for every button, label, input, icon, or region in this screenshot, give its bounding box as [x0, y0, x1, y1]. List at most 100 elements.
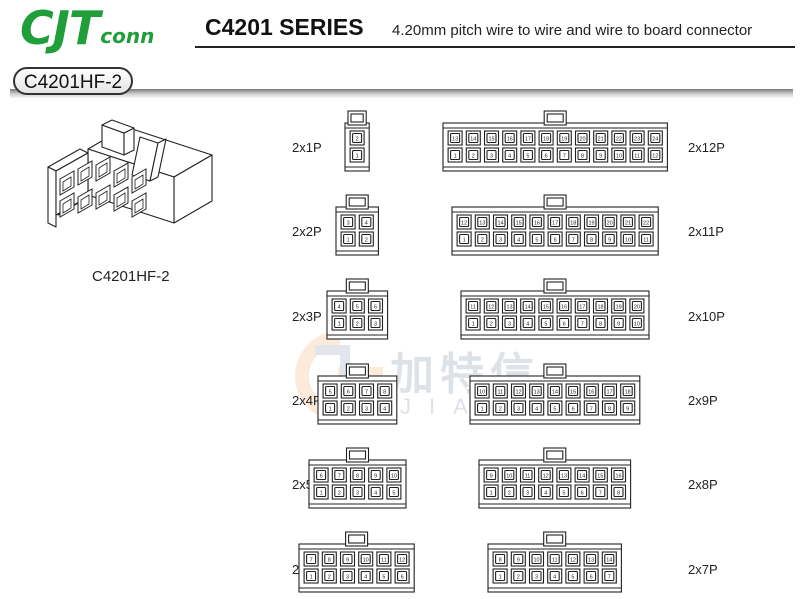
svg-text:8: 8 — [590, 238, 593, 244]
svg-text:12: 12 — [543, 474, 549, 480]
svg-text:6: 6 — [320, 474, 323, 480]
svg-text:8: 8 — [356, 474, 359, 480]
svg-text:4: 4 — [365, 221, 368, 227]
svg-text:1: 1 — [499, 575, 502, 581]
svg-text:6: 6 — [401, 575, 404, 581]
svg-text:2: 2 — [365, 238, 368, 244]
svg-text:5: 5 — [535, 238, 538, 244]
svg-text:14: 14 — [497, 221, 503, 227]
svg-text:11: 11 — [552, 558, 558, 564]
svg-text:13: 13 — [479, 221, 485, 227]
cjt-logo: CJT conn — [20, 1, 154, 55]
svg-text:3: 3 — [374, 322, 377, 328]
svg-text:22: 22 — [616, 137, 622, 143]
svg-text:4: 4 — [374, 491, 377, 497]
size-label-2x8p: 2x8P — [688, 477, 718, 492]
svg-text:3: 3 — [526, 491, 529, 497]
svg-text:2: 2 — [356, 137, 359, 143]
svg-text:6: 6 — [374, 305, 377, 311]
svg-text:11: 11 — [497, 390, 503, 396]
svg-text:14: 14 — [606, 558, 612, 564]
svg-text:2: 2 — [508, 491, 511, 497]
svg-text:3: 3 — [517, 407, 520, 413]
connector-2x1p: 21 — [344, 110, 370, 172]
svg-text:5: 5 — [356, 305, 359, 311]
svg-text:17: 17 — [525, 137, 531, 143]
svg-text:16: 16 — [534, 221, 540, 227]
svg-text:20: 20 — [607, 221, 613, 227]
svg-text:21: 21 — [598, 137, 604, 143]
svg-text:15: 15 — [597, 474, 603, 480]
svg-text:16: 16 — [588, 390, 594, 396]
logo-text: CJT — [20, 1, 100, 55]
svg-text:3: 3 — [365, 407, 368, 413]
svg-text:13: 13 — [534, 390, 540, 396]
svg-text:10: 10 — [391, 474, 397, 480]
svg-text:10: 10 — [616, 154, 622, 160]
svg-text:10: 10 — [479, 390, 485, 396]
svg-text:8: 8 — [328, 558, 331, 564]
svg-text:5: 5 — [544, 322, 547, 328]
size-label-2x1p: 2x1P — [292, 140, 322, 155]
svg-text:5: 5 — [553, 407, 556, 413]
svg-text:4: 4 — [544, 491, 547, 497]
svg-text:9: 9 — [599, 154, 602, 160]
svg-text:4: 4 — [535, 407, 538, 413]
svg-text:7: 7 — [608, 575, 611, 581]
svg-text:3: 3 — [499, 238, 502, 244]
svg-text:14: 14 — [579, 474, 585, 480]
svg-text:7: 7 — [572, 238, 575, 244]
size-label-2x7p: 2x7P — [688, 562, 718, 577]
svg-text:14: 14 — [470, 137, 476, 143]
size-label-2x9p: 2x9P — [688, 393, 718, 408]
svg-text:8: 8 — [599, 322, 602, 328]
svg-text:12: 12 — [652, 154, 658, 160]
svg-text:4: 4 — [508, 154, 511, 160]
svg-text:1: 1 — [463, 238, 466, 244]
svg-text:5: 5 — [329, 390, 332, 396]
svg-text:2: 2 — [347, 407, 350, 413]
svg-text:16: 16 — [561, 305, 567, 311]
svg-text:13: 13 — [506, 305, 512, 311]
svg-text:4: 4 — [383, 407, 386, 413]
svg-text:2: 2 — [517, 575, 520, 581]
svg-text:6: 6 — [572, 407, 575, 413]
svg-text:8: 8 — [499, 558, 502, 564]
svg-text:18: 18 — [570, 221, 576, 227]
svg-text:17: 17 — [552, 221, 558, 227]
svg-text:9: 9 — [346, 558, 349, 564]
svg-text:2: 2 — [490, 322, 493, 328]
svg-text:2: 2 — [481, 238, 484, 244]
series-subtitle: 4.20mm pitch wire to wire and wire to bo… — [392, 22, 753, 39]
svg-text:5: 5 — [392, 491, 395, 497]
svg-text:4: 4 — [517, 238, 520, 244]
svg-text:6: 6 — [563, 322, 566, 328]
svg-text:19: 19 — [561, 137, 567, 143]
svg-text:7: 7 — [338, 474, 341, 480]
svg-text:18: 18 — [543, 137, 549, 143]
svg-text:7: 7 — [310, 558, 313, 564]
svg-text:14: 14 — [552, 390, 558, 396]
svg-text:11: 11 — [634, 154, 640, 160]
svg-text:1: 1 — [347, 238, 350, 244]
svg-text:1: 1 — [472, 322, 475, 328]
svg-text:7: 7 — [581, 322, 584, 328]
svg-text:19: 19 — [616, 305, 622, 311]
svg-text:3: 3 — [490, 154, 493, 160]
svg-text:8: 8 — [383, 390, 386, 396]
svg-text:8: 8 — [608, 407, 611, 413]
svg-text:22: 22 — [643, 221, 649, 227]
svg-text:8: 8 — [617, 491, 620, 497]
svg-text:4: 4 — [338, 305, 341, 311]
svg-text:3: 3 — [347, 221, 350, 227]
svg-text:1: 1 — [320, 491, 323, 497]
svg-text:10: 10 — [363, 558, 369, 564]
svg-text:17: 17 — [579, 305, 585, 311]
size-label-2x3p: 2x3P — [292, 309, 322, 324]
svg-text:9: 9 — [517, 558, 520, 564]
svg-text:10: 10 — [625, 238, 631, 244]
product-caption: C4201HF-2 — [92, 268, 170, 285]
